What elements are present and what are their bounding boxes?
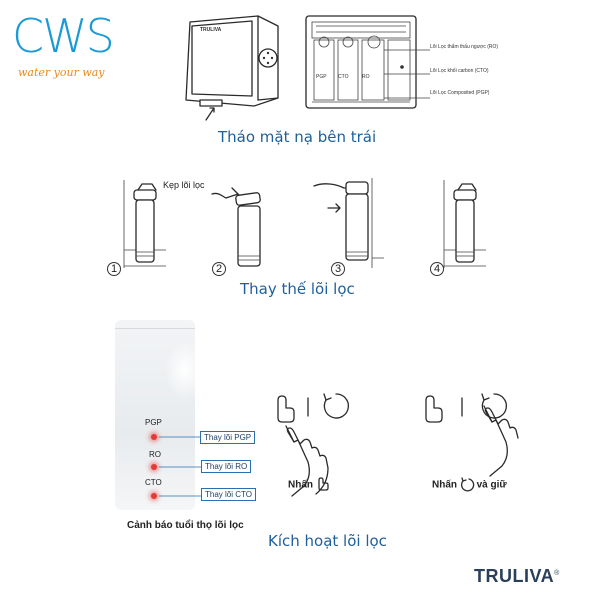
hold-suffix: và giữ: [476, 479, 507, 491]
device-panel: [115, 320, 205, 510]
section3-title: Kích hoạt lõi lọc: [268, 532, 387, 550]
indicator-leaders: [159, 436, 201, 497]
filter-label-pgp: PGP: [316, 74, 327, 80]
press-hold-illustration: [425, 393, 519, 477]
press-button-illustration: [277, 393, 350, 497]
tag-replace-pgp: Thay lõi PGP: [200, 431, 256, 444]
press-text: Nhấn: [288, 479, 313, 491]
filter-label-cto: CTO: [338, 74, 349, 80]
clip-label: Kẹp lõi lọc: [163, 180, 205, 190]
brand-name: TRULIVA: [474, 566, 555, 586]
step-number-3: 3: [331, 262, 345, 276]
replace-step2-illustration: [211, 187, 261, 267]
step-number-1: 1: [107, 262, 121, 276]
section2-title: Thay thế lõi lọc: [240, 280, 355, 298]
callout-ro: Lõi Lọc thẩm thấu ngược (RO): [430, 44, 499, 50]
indicator-label-ro: RO: [149, 450, 161, 459]
filter-label-ro: RO: [362, 74, 370, 80]
device-brand-label: TRULIVA: [200, 27, 222, 33]
press-hold-text: Nhấn: [432, 479, 457, 491]
callout-leader-lines: [384, 49, 430, 99]
purifier-front-illustration: [185, 15, 279, 121]
brand-logo: TRULIVA®: [474, 566, 560, 587]
replace-step1-illustration: [123, 180, 166, 268]
replace-step3-illustration: [313, 178, 384, 268]
section1-title: Tháo mặt nạ bên trái: [218, 128, 377, 146]
tag-replace-ro: Thay lõi RO: [201, 460, 252, 473]
panel-glow: [165, 340, 205, 400]
logo-text: CWS: [12, 9, 115, 63]
rotate-icon: [460, 477, 475, 492]
step-number-2: 2: [212, 262, 226, 276]
indicator-led-pgp: [151, 434, 157, 440]
indicator-label-cto: CTO: [145, 478, 162, 487]
replace-step4-illustration: [443, 180, 486, 268]
warning-caption: Cảnh báo tuổi thọ lõi lọc: [127, 520, 244, 531]
finger-icon: [318, 477, 329, 491]
press-label: Nhấn: [288, 477, 330, 492]
indicator-led-cto: [151, 493, 157, 499]
purifier-internal-illustration: [305, 15, 417, 109]
callout-pgp: Lõi Lọc Composited (PGP): [430, 90, 490, 96]
callout-cto: Lõi Lọc khối carbon (CTO): [430, 68, 489, 74]
panel-top-divider: [115, 328, 195, 329]
indicator-label-pgp: PGP: [145, 418, 162, 427]
tag-replace-cto: Thay lõi CTO: [201, 488, 256, 501]
step-number-4: 4: [430, 262, 444, 276]
brand-mark: ®: [554, 570, 560, 577]
indicator-led-ro: [151, 464, 157, 470]
logo-tagline: water your way: [18, 66, 105, 79]
cws-logo: CWS water your way: [10, 8, 135, 83]
press-hold-label: Nhấn và giữ: [432, 477, 507, 492]
